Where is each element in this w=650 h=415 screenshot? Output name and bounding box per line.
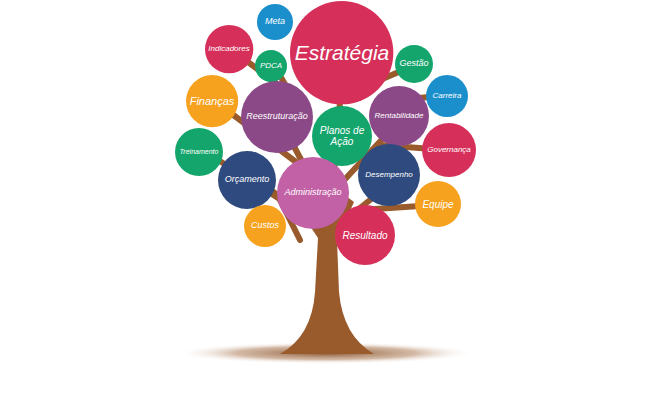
circle-label: Meta bbox=[265, 17, 285, 27]
circle-label: Custos bbox=[251, 221, 279, 231]
circle-content: Governança bbox=[422, 123, 476, 177]
circle-content: Planos de Ação bbox=[312, 106, 372, 166]
circle-label: PDCA bbox=[260, 62, 282, 71]
concept-circle: Carreira bbox=[426, 75, 468, 117]
circle-label: Desempenho bbox=[365, 171, 413, 180]
circle-content: Rentabilidade bbox=[369, 86, 429, 146]
concept-circle: Custos bbox=[244, 205, 286, 247]
circle-label: Estratégia bbox=[295, 41, 390, 64]
circle-label: Gestão bbox=[399, 59, 428, 69]
concept-circle: Administração bbox=[277, 157, 349, 229]
circle-content: Reestruturação bbox=[241, 81, 313, 153]
concept-circle: Estratégia bbox=[290, 1, 393, 104]
circle-content: Resultado bbox=[335, 205, 395, 265]
circle-label: Reestruturação bbox=[246, 112, 308, 122]
concept-circle: Reestruturação bbox=[241, 81, 313, 153]
concept-circle: Orçamento bbox=[218, 151, 276, 209]
circle-content: Meta bbox=[257, 4, 293, 40]
concept-circle: Desempenho bbox=[358, 144, 420, 206]
circle-content: Orçamento bbox=[218, 151, 276, 209]
circle-content: Estratégia bbox=[290, 1, 393, 104]
circle-label: Rentabilidade bbox=[375, 112, 424, 121]
circle-label: Treinamento bbox=[180, 148, 219, 156]
concept-circle: Governança bbox=[422, 123, 476, 177]
circle-content: Desempenho bbox=[358, 144, 420, 206]
circle-content: Custos bbox=[244, 205, 286, 247]
circle-content: Indicadores bbox=[205, 25, 253, 73]
concept-circle: Resultado bbox=[335, 205, 395, 265]
circle-content: Equipe bbox=[415, 181, 461, 227]
circle-content: Gestão bbox=[395, 45, 433, 83]
circle-content: PDCA bbox=[255, 50, 287, 82]
circle-label: Governança bbox=[427, 146, 471, 155]
circle-content: Carreira bbox=[426, 75, 468, 117]
concept-circle: Planos de Ação bbox=[312, 106, 372, 166]
concept-circle: Equipe bbox=[415, 181, 461, 227]
concept-circle: Finanças bbox=[186, 75, 238, 127]
circle-label: Finanças bbox=[190, 95, 235, 107]
circle-content: Administração bbox=[277, 157, 349, 229]
concept-circle: Rentabilidade bbox=[369, 86, 429, 146]
circle-label: Resultado bbox=[342, 230, 387, 241]
concept-circle: PDCA bbox=[255, 50, 287, 82]
circle-label: Orçamento bbox=[225, 175, 270, 185]
concept-circle: Meta bbox=[257, 4, 293, 40]
circle-content: Treinamento bbox=[175, 128, 223, 176]
circle-label: Indicadores bbox=[208, 45, 249, 54]
concept-circle: Indicadores bbox=[205, 25, 253, 73]
circle-label: Carreira bbox=[433, 92, 462, 101]
circle-label: Equipe bbox=[422, 199, 453, 210]
concept-circle: Gestão bbox=[395, 45, 433, 83]
circle-label: Administração bbox=[284, 188, 341, 198]
concept-circle: Treinamento bbox=[175, 128, 223, 176]
circle-label: Planos de Ação bbox=[318, 125, 366, 147]
circle-content: Finanças bbox=[186, 75, 238, 127]
